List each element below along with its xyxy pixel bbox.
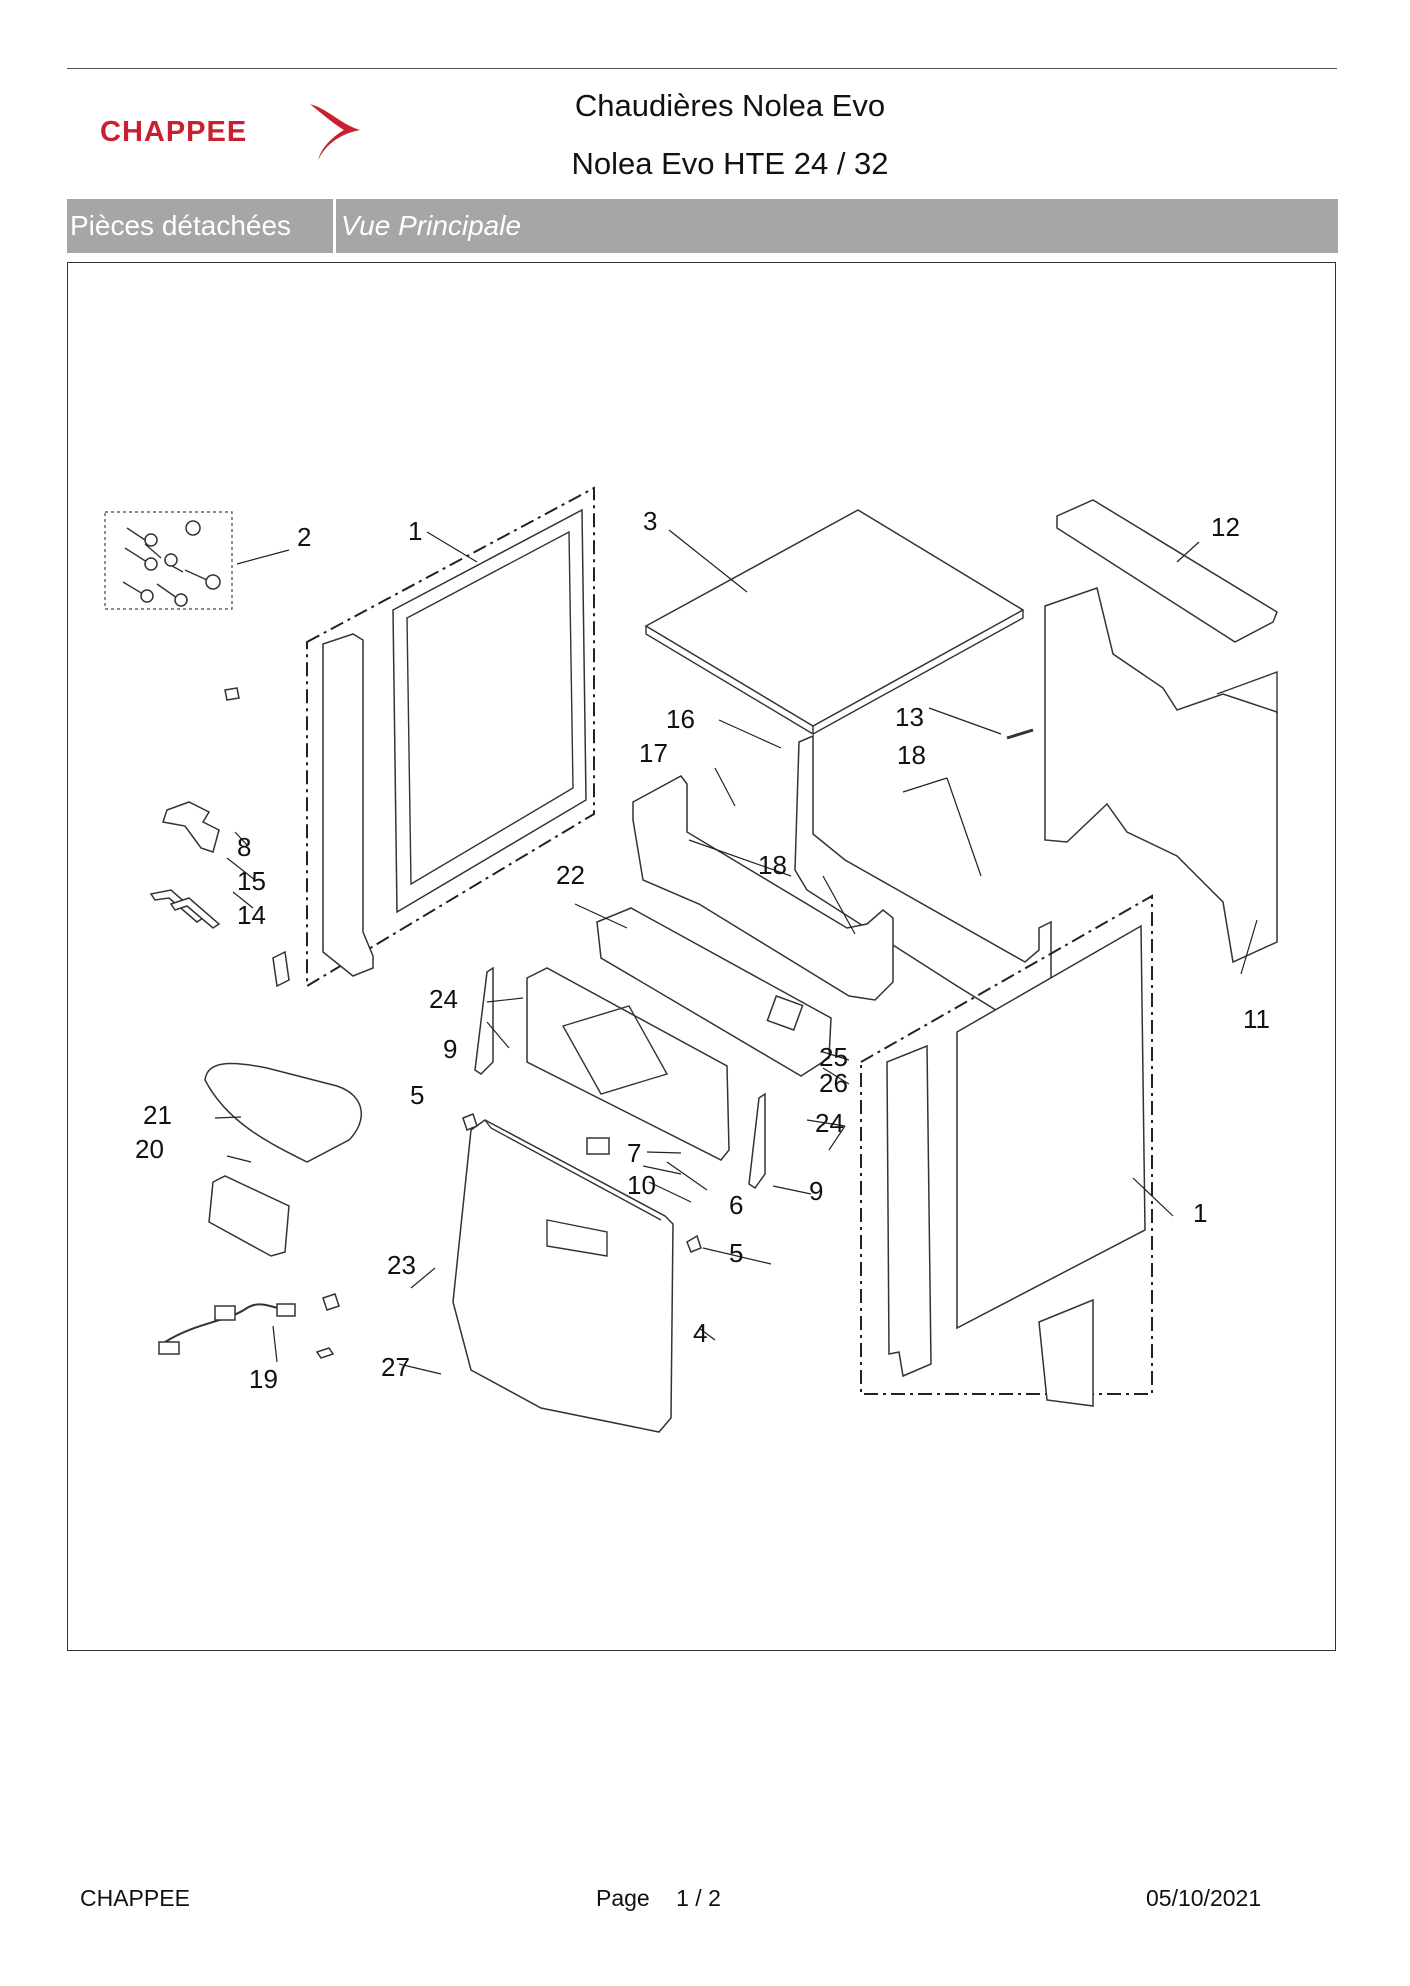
callout-15: 15: [237, 866, 266, 896]
left-side-frame: [306, 486, 595, 988]
clip-5-left: [462, 1113, 478, 1131]
plate-22: [596, 907, 832, 1077]
callout-labels: 1 2 3 12 13 16 17 18 18 22 8 15 14 11 24…: [135, 506, 1270, 1394]
clip-5-right: [686, 1234, 702, 1253]
clip-part: [224, 687, 240, 701]
diagram-frame: [67, 262, 1336, 1651]
callout-17: 17: [639, 738, 668, 768]
lower-frame-16: [794, 734, 1052, 1017]
callout-11: 11: [1243, 1004, 1270, 1034]
callout-26: 26: [819, 1068, 848, 1098]
callout-3: 3: [643, 506, 657, 536]
callout-9-right: 9: [809, 1176, 823, 1206]
clip-part-left: [272, 950, 290, 988]
callout-20: 20: [135, 1134, 164, 1164]
footer-page-label: Page: [596, 1885, 650, 1911]
callout-5-right: 5: [729, 1238, 743, 1268]
section-band: Pièces détachées Vue Principale: [67, 199, 1338, 253]
callout-9-left: 9: [443, 1034, 457, 1064]
callout-23: 23: [387, 1250, 416, 1280]
callout-7: 7: [627, 1138, 641, 1168]
fascia-21: [204, 1062, 362, 1163]
section-label: Pièces détachées: [70, 210, 292, 241]
callout-19: 19: [249, 1364, 278, 1394]
header-rule: [67, 68, 1337, 69]
right-front-panel-1: [860, 894, 1153, 1407]
pin-13: [1006, 728, 1034, 740]
callout-2: 2: [297, 522, 311, 552]
document-title: Chaudières Nolea Evo: [574, 88, 886, 123]
screws-kit: [104, 511, 233, 610]
band-divider: [333, 199, 336, 253]
frame-17: [632, 775, 894, 1001]
callout-24-left: 24: [429, 984, 458, 1014]
callout-6: 6: [729, 1190, 743, 1220]
chappee-logo: CHAPPEE: [100, 100, 370, 170]
callout-25: 25: [819, 1042, 848, 1072]
spring-part-left: [474, 966, 494, 1075]
footer-company: CHAPPEE: [80, 1885, 190, 1911]
footer-date: 05/10/2021: [1146, 1885, 1262, 1911]
top-bracket-12: [1056, 499, 1278, 643]
callout-22: 22: [556, 860, 585, 890]
callout-10: 10: [627, 1170, 656, 1200]
document-subtitle: Nolea Evo HTE 24 / 32: [571, 146, 889, 181]
spring-part-right: [748, 1092, 766, 1190]
allen-key-14: [169, 897, 221, 929]
callout-12: 12: [1211, 512, 1240, 542]
display-20: [208, 1175, 290, 1257]
footer-page-value: 1 / 2: [676, 1885, 721, 1911]
callout-27: 27: [381, 1352, 410, 1382]
callout-13: 13: [895, 702, 924, 732]
part-27: [315, 1347, 335, 1359]
control-panel-6: [526, 967, 730, 1161]
logo-wordmark: CHAPPEE: [100, 116, 248, 148]
bracket-part-8: [162, 801, 220, 853]
front-door-4: [452, 1119, 674, 1433]
right-side-panel-11: [1044, 587, 1278, 964]
callout-14: 14: [237, 900, 266, 930]
callout-5-left: 5: [410, 1080, 424, 1110]
callout-18-mid: 18: [758, 850, 787, 880]
view-label: Vue Principale: [341, 210, 522, 241]
callout-4: 4: [693, 1318, 707, 1348]
exploded-parts-diagram: 1 2 3 12 13 16 17 18 18 22 8 15 14 11 24…: [104, 486, 1278, 1433]
top-panel: [644, 509, 1025, 736]
callout-21: 21: [143, 1100, 172, 1130]
callout-16: 16: [666, 704, 695, 734]
allen-key-15: [149, 889, 205, 923]
footer-page: Page 1 / 2: [596, 1885, 721, 1912]
callout-1-right: 1: [1193, 1198, 1207, 1228]
part-23: [322, 1293, 340, 1311]
callout-leaders: [214, 529, 1258, 1375]
callout-24-right: 24: [815, 1108, 844, 1138]
switch-7: [586, 1137, 610, 1155]
logo-arrow-icon: [310, 104, 360, 160]
wiring-harness-19: [158, 1303, 296, 1355]
callout-1-left: 1: [408, 516, 422, 546]
callout-18-top: 18: [897, 740, 926, 770]
callout-8: 8: [237, 832, 251, 862]
part-25: [766, 995, 804, 1031]
